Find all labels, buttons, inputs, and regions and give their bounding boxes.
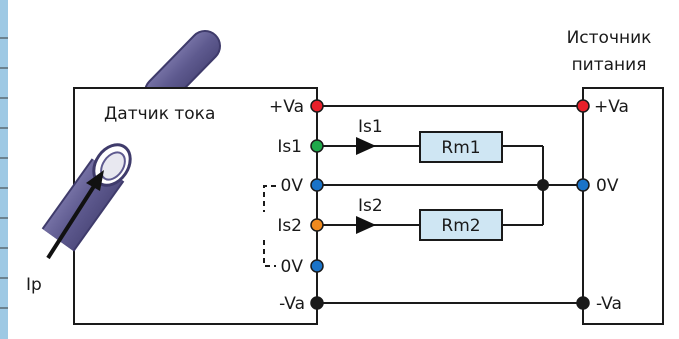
power-supply-box <box>582 87 664 325</box>
resistor-label-rm2: Rm2 <box>441 216 480 236</box>
resistor-label-rm1: Rm1 <box>441 138 480 158</box>
primary-conductor-top <box>144 30 221 108</box>
terminal-plus-va <box>310 99 324 113</box>
current-sensor-box <box>73 87 318 325</box>
pin-label-plus-va: +Va <box>269 97 304 117</box>
current-label-is2: Is2 <box>358 196 383 216</box>
terminal-is2 <box>310 218 324 232</box>
rm1-resistor <box>419 131 503 163</box>
supply-terminal-0v <box>576 178 590 192</box>
primary-current-arrow <box>46 170 104 260</box>
is1-direction-arrow <box>356 137 376 155</box>
pin-label-0v-bottom: 0V <box>281 257 304 277</box>
junction-0v <box>537 179 549 191</box>
supply-terminal-minus-va <box>576 296 590 310</box>
pin-label-0v-top: 0V <box>281 176 304 196</box>
left-edge-strip <box>0 0 8 339</box>
supply-label-0v: 0V <box>596 176 619 196</box>
supply-label-minus-va: -Va <box>596 294 622 314</box>
pin-label-is2: Is2 <box>277 216 302 236</box>
terminal-is1 <box>310 139 324 153</box>
supply-terminal-plus-va <box>576 99 590 113</box>
is2-direction-arrow <box>356 216 376 234</box>
sensor-title: Датчик тока <box>104 104 215 124</box>
pin-label-minus-va: -Va <box>279 294 305 314</box>
current-label-is1: Is1 <box>358 117 383 137</box>
supply-title-line1: Источник <box>567 28 652 48</box>
pin-label-is1: Is1 <box>277 137 302 157</box>
supply-title-line2: питания <box>572 55 647 75</box>
terminal-0v-top <box>310 178 324 192</box>
rm2-resistor <box>419 209 503 241</box>
terminal-minus-va <box>310 296 324 310</box>
supply-label-plus-va: +Va <box>594 97 629 117</box>
terminal-0v-bottom <box>310 259 324 273</box>
ip-label: Ip <box>26 275 42 295</box>
